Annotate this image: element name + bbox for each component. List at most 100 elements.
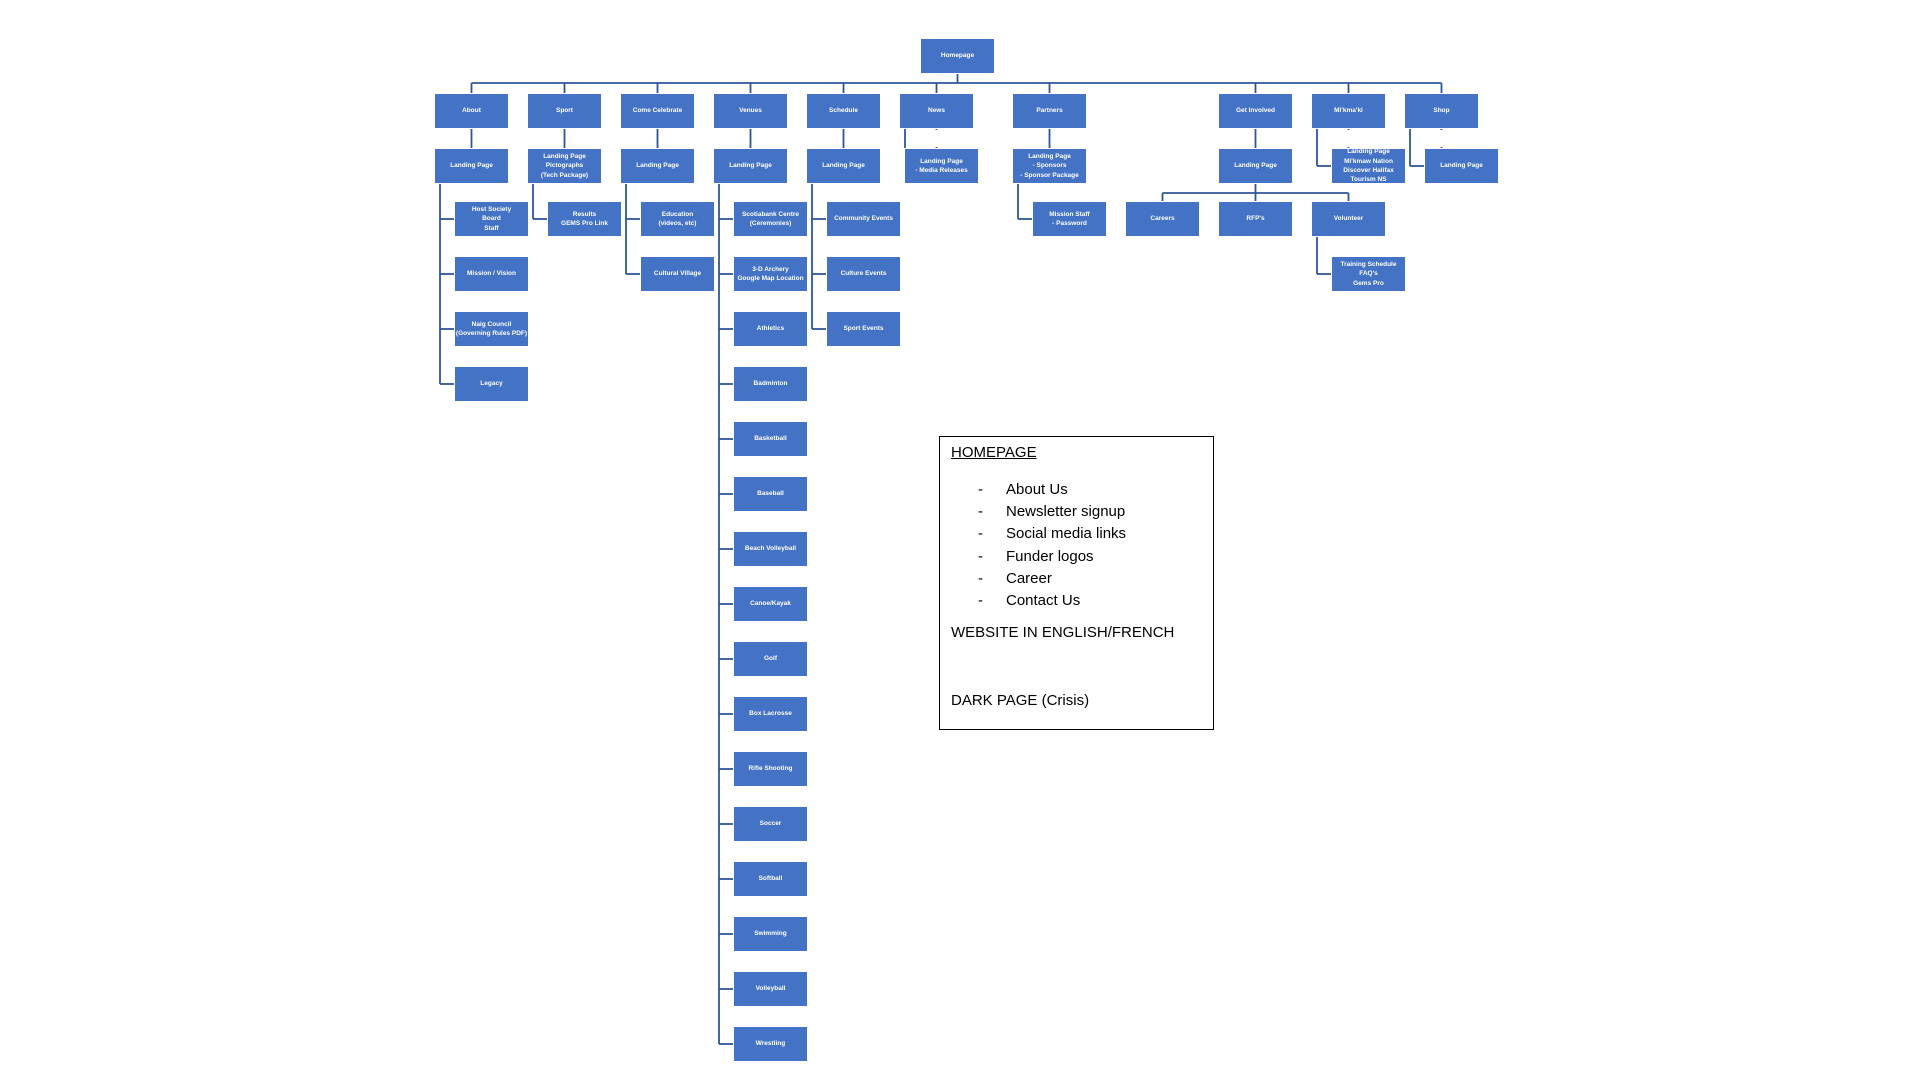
- notes-dark-page: DARK PAGE (Crisis): [951, 692, 1090, 709]
- child-wrestling[interactable]: Wrestling: [733, 1026, 808, 1062]
- landing-page-news[interactable]: Landing Page- Media Releases: [904, 148, 979, 184]
- child-badminton[interactable]: Badminton: [733, 366, 808, 402]
- section-about[interactable]: About: [434, 93, 509, 129]
- node-label: Box Lacrosse: [749, 710, 792, 718]
- section-news[interactable]: News: [899, 93, 974, 129]
- node-label: Discover Halifax: [1343, 167, 1394, 174]
- child-swimming[interactable]: Swimming: [733, 916, 808, 952]
- child-volleyball[interactable]: Volleyball: [733, 971, 808, 1007]
- child-culture-events[interactable]: Culture Events: [826, 256, 901, 292]
- node-label: (Ceremonies): [749, 220, 792, 227]
- section-sport[interactable]: Sport: [527, 93, 602, 129]
- child-mission-vision[interactable]: Mission / Vision: [454, 256, 529, 292]
- node-label: Softball: [758, 875, 783, 883]
- child-athletics[interactable]: Athletics: [733, 311, 808, 347]
- section-get-involved[interactable]: Get Involved: [1218, 93, 1293, 129]
- child-softball[interactable]: Softball: [733, 861, 808, 897]
- child-beach-volleyball[interactable]: Beach Volleyball: [733, 531, 808, 567]
- node-label: (Tech Package): [540, 171, 589, 179]
- landing-page-venues[interactable]: Landing Page: [713, 148, 788, 184]
- child-scotiabank-centre-ceremonies[interactable]: Scotiabank Centre(Ceremonies): [733, 201, 808, 237]
- node-label: Venues: [739, 107, 762, 115]
- child-community-events[interactable]: Community Events: [826, 201, 901, 237]
- child-legacy[interactable]: Legacy: [454, 366, 529, 402]
- section-schedule[interactable]: Schedule: [806, 93, 881, 129]
- node-label: Landing Page: [1347, 148, 1390, 156]
- notes-item: -Newsletter signup: [978, 501, 1126, 523]
- node-label: Landing Page: [1234, 162, 1277, 170]
- node-label: Schedule: [829, 107, 858, 115]
- node-label: Soccer: [759, 820, 782, 828]
- node-label: Volleyball: [755, 985, 786, 993]
- child-basketball[interactable]: Basketball: [733, 421, 808, 457]
- node-label: Cultural Village: [653, 270, 702, 278]
- node-label: Badminton: [753, 380, 788, 388]
- node-label: Rifle Shooting: [748, 765, 793, 773]
- root-node-homepage[interactable]: Homepage: [920, 38, 995, 74]
- node-label: Mi'kma'ki: [1334, 107, 1363, 115]
- node-label: Training Schedule: [1340, 260, 1397, 268]
- section-venues[interactable]: Venues: [713, 93, 788, 129]
- notes-item-label: Career: [1006, 569, 1052, 587]
- node-label: Mission Staff: [1049, 210, 1090, 218]
- child-mission-staff-password[interactable]: Mission Staff- Password: [1032, 201, 1107, 237]
- node-label: Shop: [1433, 107, 1450, 115]
- landing-page-come-celebrate[interactable]: Landing Page: [620, 148, 695, 184]
- node-label: Get Involved: [1235, 107, 1275, 115]
- node-label: Landing Page: [450, 162, 493, 170]
- node-label: GEMS Pro Link: [561, 220, 608, 227]
- node-label: Landing Page: [636, 162, 679, 170]
- notes-item-label: Newsletter signup: [1006, 503, 1126, 521]
- node-label: RFP's: [1246, 215, 1265, 223]
- node-label: Results: [572, 210, 597, 218]
- child-volunteer[interactable]: Volunteer: [1311, 201, 1386, 237]
- notes-item-label: About Us: [1006, 481, 1068, 498]
- notes-dash: -: [978, 569, 983, 587]
- notes-language: WEBSITE IN ENGLISH/FRENCH: [951, 624, 1175, 641]
- landing-page-about[interactable]: Landing Page: [434, 148, 509, 184]
- section-shop[interactable]: Shop: [1404, 93, 1479, 129]
- child-rifle-shooting[interactable]: Rifle Shooting: [733, 751, 808, 787]
- child-sport-events[interactable]: Sport Events: [826, 311, 901, 347]
- child-baseball[interactable]: Baseball: [733, 476, 808, 512]
- node-label: Basketball: [754, 435, 787, 443]
- section-partners[interactable]: Partners: [1012, 93, 1087, 129]
- notes-item: -Social media links: [978, 523, 1126, 545]
- section-come-celebrate[interactable]: Come Celebrate: [620, 93, 695, 129]
- landing-page-shop[interactable]: Landing Page: [1424, 148, 1499, 184]
- landing-page-schedule[interactable]: Landing Page: [806, 148, 881, 184]
- node-label: Golf: [764, 655, 777, 663]
- child-rfp-s[interactable]: RFP's: [1218, 201, 1293, 237]
- node-label: 3-D Archery: [752, 265, 789, 273]
- landing-page-get-involved[interactable]: Landing Page: [1218, 148, 1293, 184]
- landing-page-partners[interactable]: Landing Page- Sponsors- Sponsor Package: [1012, 148, 1087, 184]
- node-label: Beach Volleyball: [744, 545, 797, 553]
- node-label: Homepage: [940, 52, 975, 60]
- child-canoe-kayak[interactable]: Canoe/Kayak: [733, 586, 808, 622]
- child-golf[interactable]: Golf: [733, 641, 808, 677]
- node-label: Canoe/Kayak: [750, 600, 791, 608]
- node-label: - Media Releases: [915, 167, 968, 174]
- section-mi-kma-ki[interactable]: Mi'kma'ki: [1311, 93, 1386, 129]
- notes-dash: -: [978, 547, 983, 565]
- node-label: Pictographs: [545, 162, 584, 170]
- notes-item-label: Contact Us: [1006, 591, 1081, 609]
- child-soccer[interactable]: Soccer: [733, 806, 808, 842]
- child-cultural-village[interactable]: Cultural Village: [640, 256, 715, 292]
- node-label: Partners: [1036, 107, 1063, 115]
- node-label: Culture Events: [840, 270, 887, 278]
- child-naig-council-governing-rules-pdf[interactable]: Naig Council(Governing Rules PDF): [454, 311, 529, 347]
- child-careers[interactable]: Careers: [1125, 201, 1200, 237]
- notes-item: -Contact Us: [978, 590, 1126, 612]
- child-education-videos-etc[interactable]: Education(videos, etc): [640, 201, 715, 237]
- notes-item: - Career: [978, 568, 1126, 590]
- child-box-lacrosse[interactable]: Box Lacrosse: [733, 696, 808, 732]
- node-label: Sport Events: [843, 325, 884, 333]
